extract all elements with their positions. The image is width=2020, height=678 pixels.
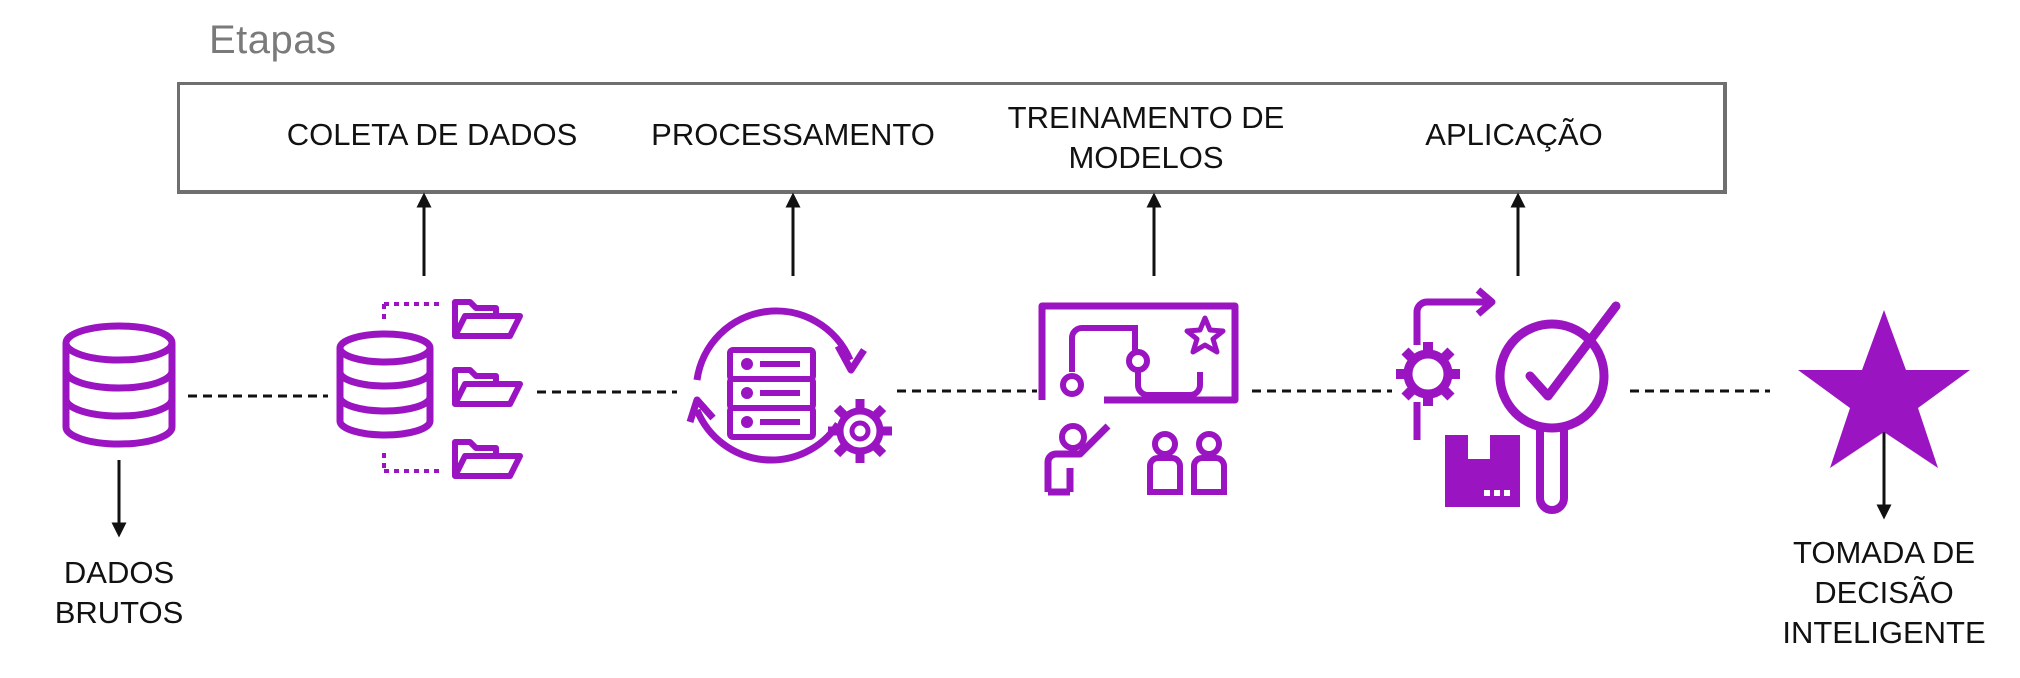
- stage-label-processamento: PROCESSAMENTO: [651, 115, 935, 155]
- database-folders-icon: [336, 299, 523, 479]
- stage-label-line: COLETA DE DADOS: [286, 117, 578, 152]
- stage-label-line: APLICAÇÃO: [1425, 117, 1603, 152]
- node-label-tomada-decisao: TOMADA DE DECISÃO INTELIGENTE: [1782, 533, 1985, 653]
- gear-magnifier-check-icon: [1396, 287, 1621, 514]
- node-label-line: BRUTOS: [54, 595, 184, 630]
- node-label-line: DECISÃO: [1814, 575, 1954, 610]
- presentation-board-icon: [1038, 302, 1239, 496]
- stage-label-line: MODELOS: [1068, 140, 1224, 175]
- node-label-line: TOMADA DE: [1792, 535, 1976, 570]
- node-label-line: DADOS: [63, 555, 175, 590]
- stage-label-aplicacao: APLICAÇÃO: [1425, 115, 1602, 155]
- stage-label-treinamento: TREINAMENTO DE MODELOS: [1008, 98, 1285, 178]
- stage-label-line: PROCESSAMENTO: [651, 117, 935, 152]
- star-icon: [1798, 310, 1970, 468]
- dashed-connectors: [188, 389, 1770, 398]
- stages-box: [177, 82, 1727, 194]
- stage-label-line: TREINAMENTO DE: [1007, 100, 1285, 135]
- node-label-dados-brutos: DADOS BRUTOS: [55, 553, 184, 633]
- server-cycle-gear-icon: [686, 307, 892, 464]
- output-arrows: [111, 432, 1892, 538]
- node-label-line: INTELIGENTE: [1782, 615, 1986, 650]
- stage-arrows: [416, 192, 1526, 276]
- diagram-title: Etapas: [209, 18, 337, 62]
- database-icon: [62, 322, 176, 448]
- stage-label-coleta: COLETA DE DADOS: [287, 115, 578, 155]
